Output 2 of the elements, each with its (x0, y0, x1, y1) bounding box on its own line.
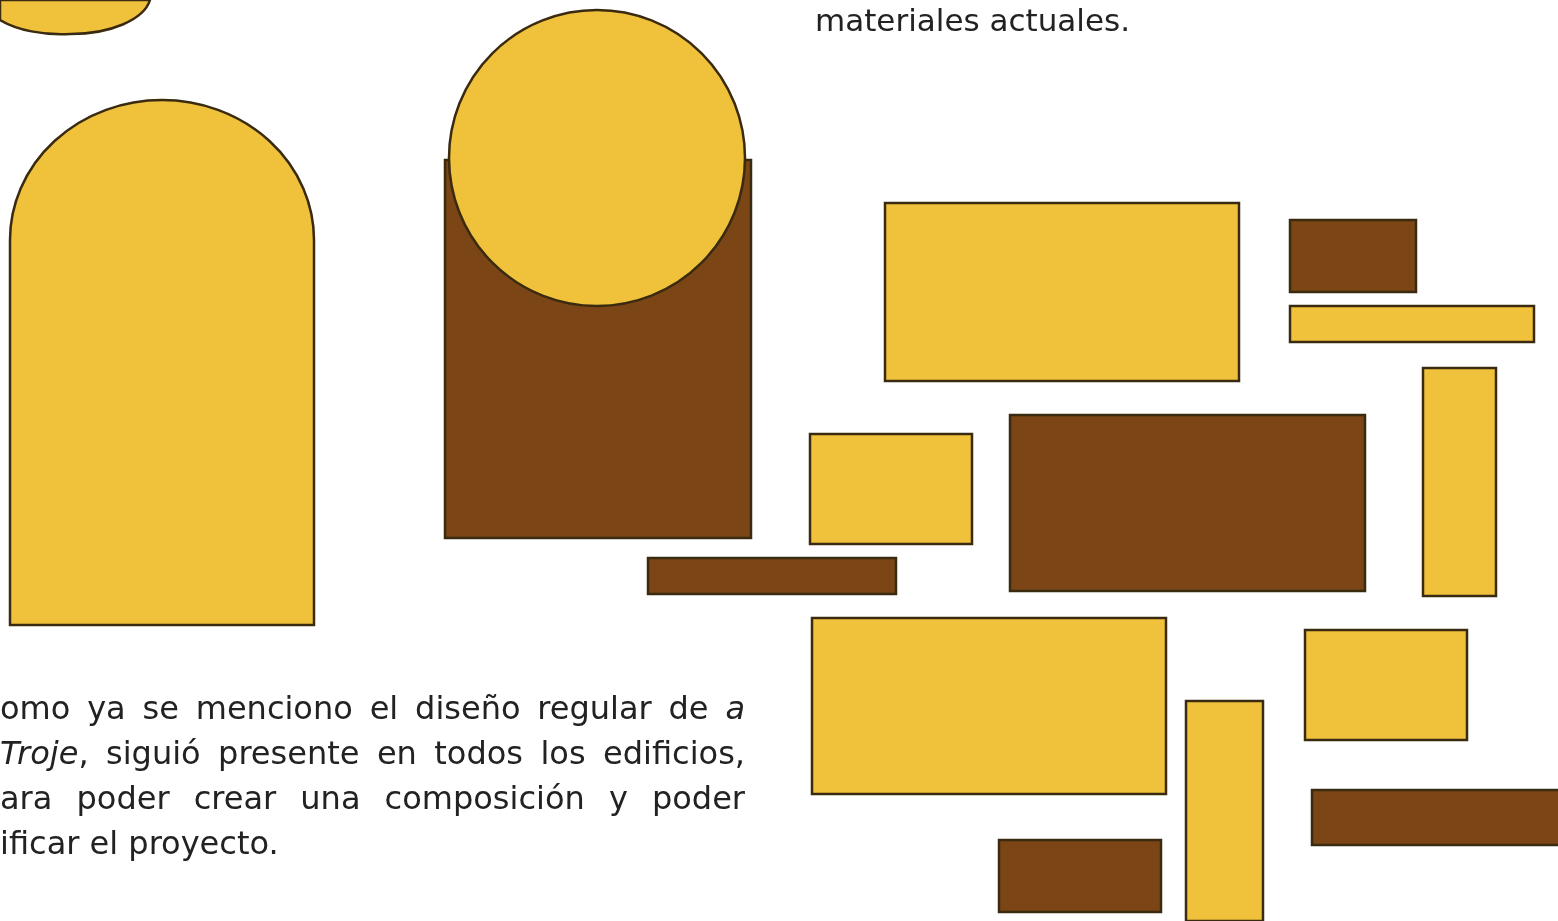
text-line: materiales actuales. (815, 2, 1130, 38)
paragraph: omo ya se menciono el diseño regular de a Troje, siguió presente en todos los edificios, ara poder crear una composición y poder ificar el proyecto. (0, 688, 745, 864)
